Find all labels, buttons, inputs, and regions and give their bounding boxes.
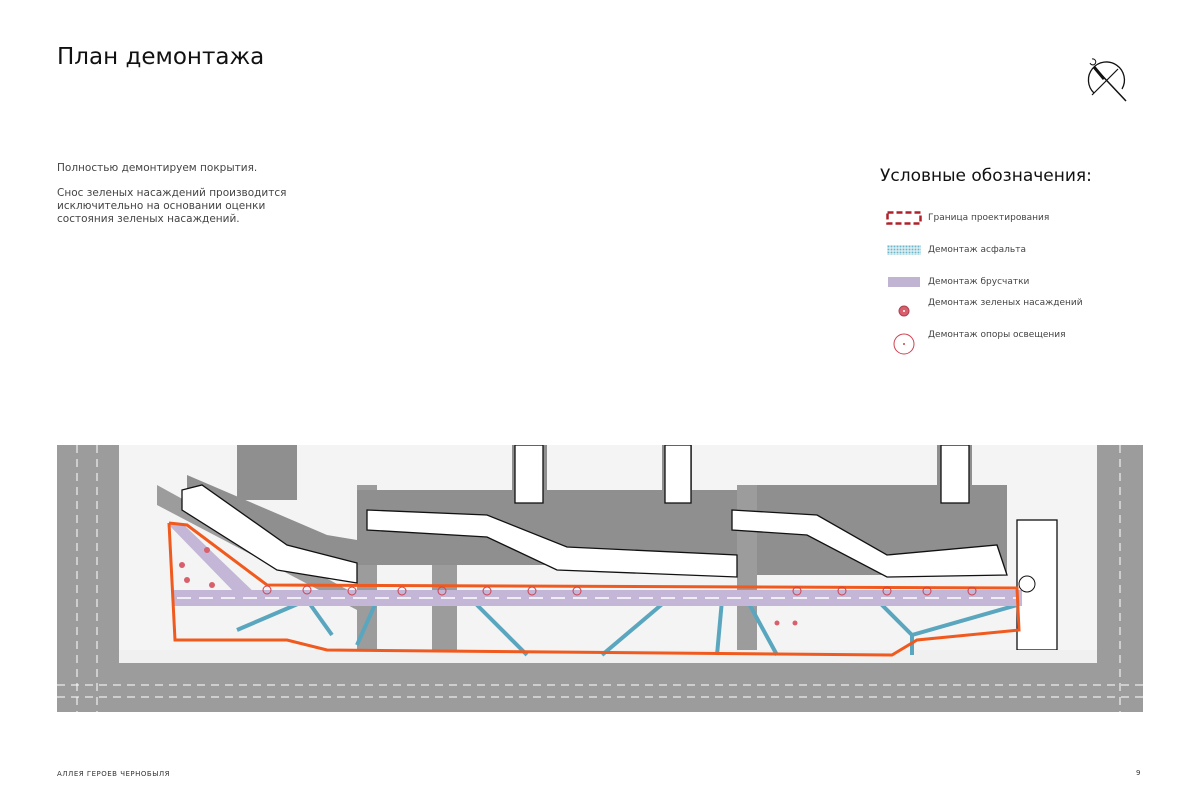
north-arrow-icon xyxy=(1087,58,1127,102)
legend-item-boundary: Граница проектирования xyxy=(880,202,1140,234)
light-pole-removal-icon xyxy=(893,333,915,355)
paving-swatch-icon xyxy=(888,277,920,287)
description-paragraph-1: Полностью демонтируем покрытия. xyxy=(57,162,258,174)
legend-label: Граница проектирования xyxy=(928,213,1050,223)
dashed-boundary-icon xyxy=(886,211,922,225)
legend-item-lighting: Демонтаж опоры освещения xyxy=(880,330,1140,362)
page-number: 9 xyxy=(1136,769,1141,777)
asphalt-hatch-icon xyxy=(887,245,921,255)
site-plan-map xyxy=(57,445,1143,712)
legend-label: Демонтаж опоры освещения xyxy=(928,330,1066,340)
tree-removal-icon xyxy=(898,305,910,317)
description: Полностью демонтируем покрытия. Снос зел… xyxy=(57,162,317,238)
legend-title: Условные обозначения: xyxy=(880,166,1092,186)
legend-item-asphalt: Демонтаж асфальта xyxy=(880,234,1140,266)
legend-item-trees: Демонтаж зеленых насаждений xyxy=(880,298,1140,330)
legend: Условные обозначения: Граница проектиров… xyxy=(880,166,1140,362)
legend-item-paving: Демонтаж брусчатки xyxy=(880,266,1140,298)
legend-label: Демонтаж брусчатки xyxy=(928,277,1030,287)
footer-project-name: АЛЛЕЯ ГЕРОЕВ ЧЕРНОБЫЛЯ xyxy=(57,770,171,778)
page-title: План демонтажа xyxy=(57,44,265,70)
legend-label: Демонтаж зеленых насаждений xyxy=(928,298,1083,308)
description-paragraph-2: Снос зеленых насаждений производится иск… xyxy=(57,187,287,225)
legend-label: Демонтаж асфальта xyxy=(928,245,1026,255)
